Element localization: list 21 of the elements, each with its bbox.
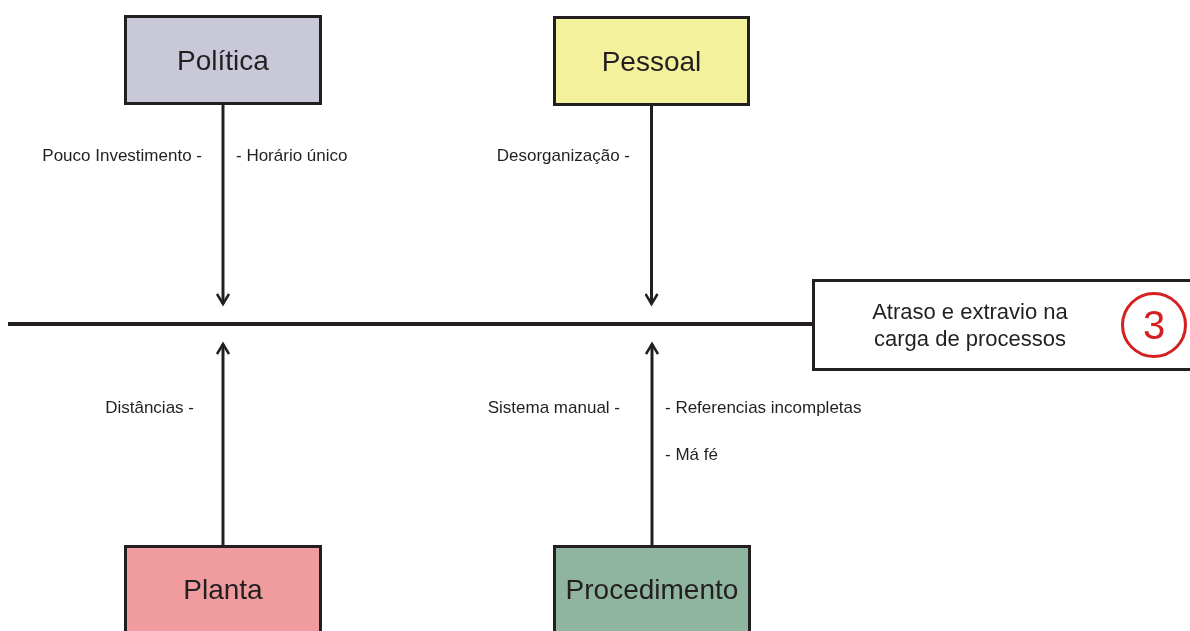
effect-text: Atraso e extravio na carga de processos [871, 297, 1069, 353]
category-box [553, 545, 751, 631]
cause-label: - Horário único [236, 147, 348, 164]
cause-label: Pouco Investimento - [42, 147, 202, 164]
category-box [124, 545, 322, 631]
arrow [215, 342, 231, 545]
category-label: Planta [183, 573, 263, 607]
cause-label: Distâncias - [105, 399, 194, 416]
arrow [215, 105, 231, 306]
effect-box [812, 279, 1190, 371]
category-label: Procedimento [565, 573, 739, 607]
category-label: Política [177, 43, 269, 78]
arrow [644, 106, 659, 306]
cause-label: - Má fé [665, 446, 718, 463]
category-box [124, 15, 322, 105]
cause-label: Sistema manual - [487, 399, 620, 416]
arrow [644, 342, 660, 545]
cause-label: Desorganização - [496, 147, 630, 164]
cause-label: - Referencias incompletas [665, 399, 862, 416]
category-label: Pessoal [601, 44, 702, 79]
category-box [553, 16, 750, 106]
